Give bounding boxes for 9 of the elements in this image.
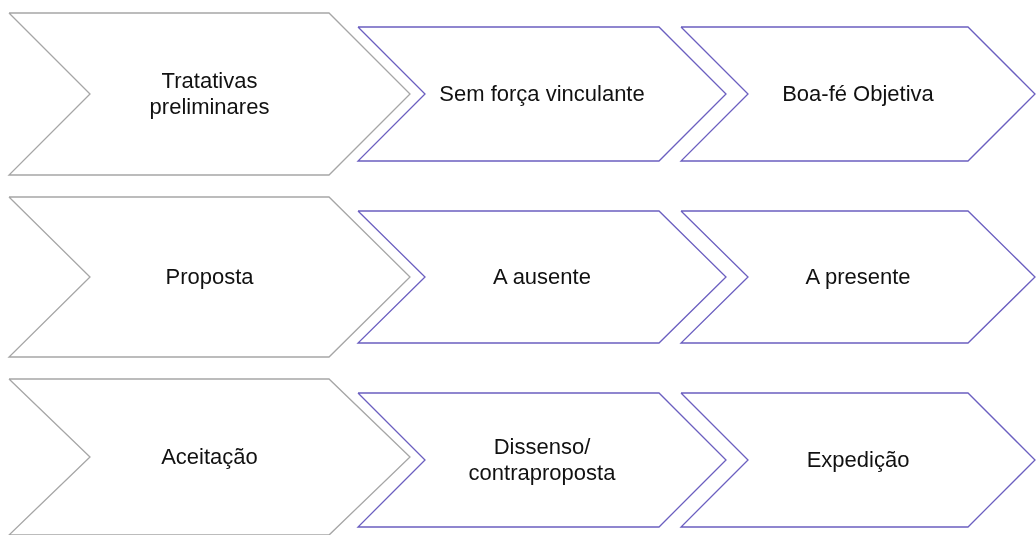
step-label: Tratativas preliminares (148, 67, 271, 121)
step-label: A ausente (493, 263, 591, 291)
step-label: Expedição (806, 446, 910, 474)
step-label: Dissenso/ contraproposta (467, 433, 617, 487)
step-label: Boa-fé Objetiva (782, 80, 934, 108)
step-label: Sem força vinculante (439, 80, 645, 108)
step-label: Aceitação (161, 443, 258, 471)
step-label: Proposta (165, 263, 254, 291)
step-label: A presente (805, 263, 911, 291)
